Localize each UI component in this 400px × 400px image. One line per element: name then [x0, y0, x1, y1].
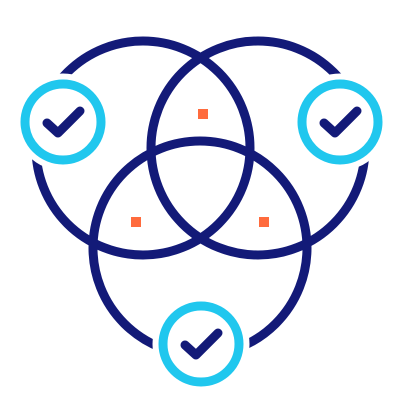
square-marker-icon-top-left-and-bottom	[131, 217, 141, 227]
checkmark-icon	[180, 328, 223, 360]
square-marker-icon-top-left-and-top-right	[198, 109, 208, 119]
set-bottom-badge	[158, 301, 244, 387]
check-badges	[20, 79, 383, 387]
set-top-right-badge	[297, 79, 383, 165]
checkmark-icon	[42, 106, 85, 138]
overlap-markers	[131, 109, 269, 227]
set-top-left-badge	[20, 79, 106, 165]
square-marker-icon-top-right-and-bottom	[259, 217, 269, 227]
checkmark-icon	[319, 106, 362, 138]
